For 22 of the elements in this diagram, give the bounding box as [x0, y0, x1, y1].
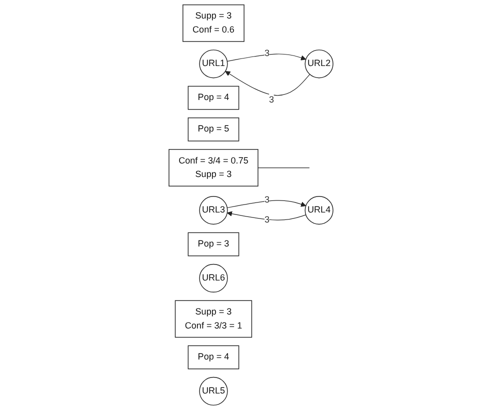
edge-label: 3: [264, 48, 270, 58]
node-box: Pop = 4: [188, 86, 240, 110]
arrow: [226, 54, 306, 62]
arrow: [225, 71, 310, 96]
node-circle: URL6: [199, 264, 228, 293]
node-box: Conf = 3/4 = 0.75 Supp = 3: [168, 149, 258, 186]
edge-label: 3: [264, 194, 270, 205]
edge-label: 3: [269, 94, 274, 105]
connector: [258, 167, 310, 168]
node-circle: URL4: [304, 196, 334, 225]
arrow: [226, 211, 306, 220]
node-box: Pop = 4: [188, 345, 240, 370]
node-box: Supp = 3 Conf = 3/3 = 1: [174, 300, 252, 338]
node-box: Pop = 3: [188, 232, 240, 256]
edge-label: 3: [264, 214, 270, 226]
node-box: Supp = 3 Conf = 0.6: [182, 4, 244, 42]
arrow: [226, 200, 306, 208]
node-box: Pop = 5: [188, 117, 240, 142]
node-circle: URL2: [304, 50, 334, 78]
node-circle: URL5: [199, 376, 228, 406]
node-circle: URL1: [199, 50, 228, 78]
node-circle: URL3: [199, 196, 228, 225]
